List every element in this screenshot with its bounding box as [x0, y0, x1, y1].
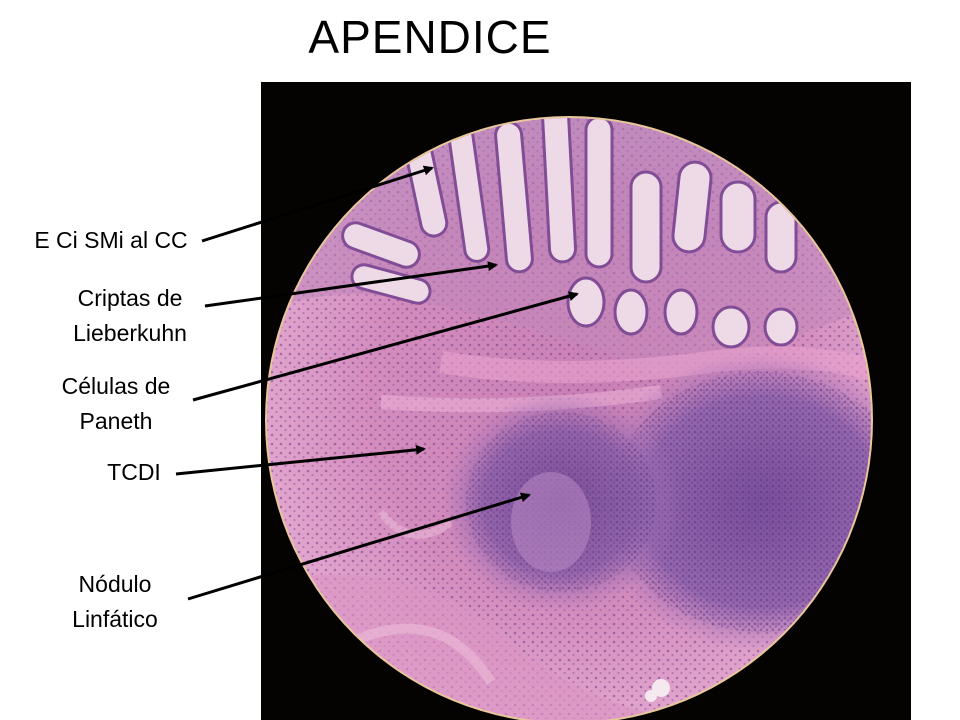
label-criptas-line1: Criptas de — [77, 285, 183, 311]
micrograph-frame — [261, 82, 911, 720]
label-nodulo-line1: Nódulo — [78, 571, 152, 597]
label-criptas-line2: Lieberkuhn — [73, 320, 187, 346]
label-epitelio-line: E Ci SMi al CC — [34, 227, 188, 253]
micrograph-image — [265, 116, 873, 720]
label-tcdi-line: TCDI — [107, 459, 161, 485]
label-criptas: Criptas de Lieberkuhn — [40, 281, 220, 351]
label-paneth-line2: Paneth — [79, 408, 153, 434]
label-paneth: Células de Paneth — [26, 369, 206, 439]
slide-title: APENDICE — [308, 11, 552, 63]
label-epitelio: E Ci SMi al CC — [20, 223, 202, 258]
label-paneth-line1: Células de — [61, 373, 171, 399]
label-nodulo-line2: Linfático — [72, 606, 158, 632]
label-tcdi: TCDI — [84, 455, 184, 490]
label-nodulo: Nódulo Linfático — [40, 567, 190, 637]
